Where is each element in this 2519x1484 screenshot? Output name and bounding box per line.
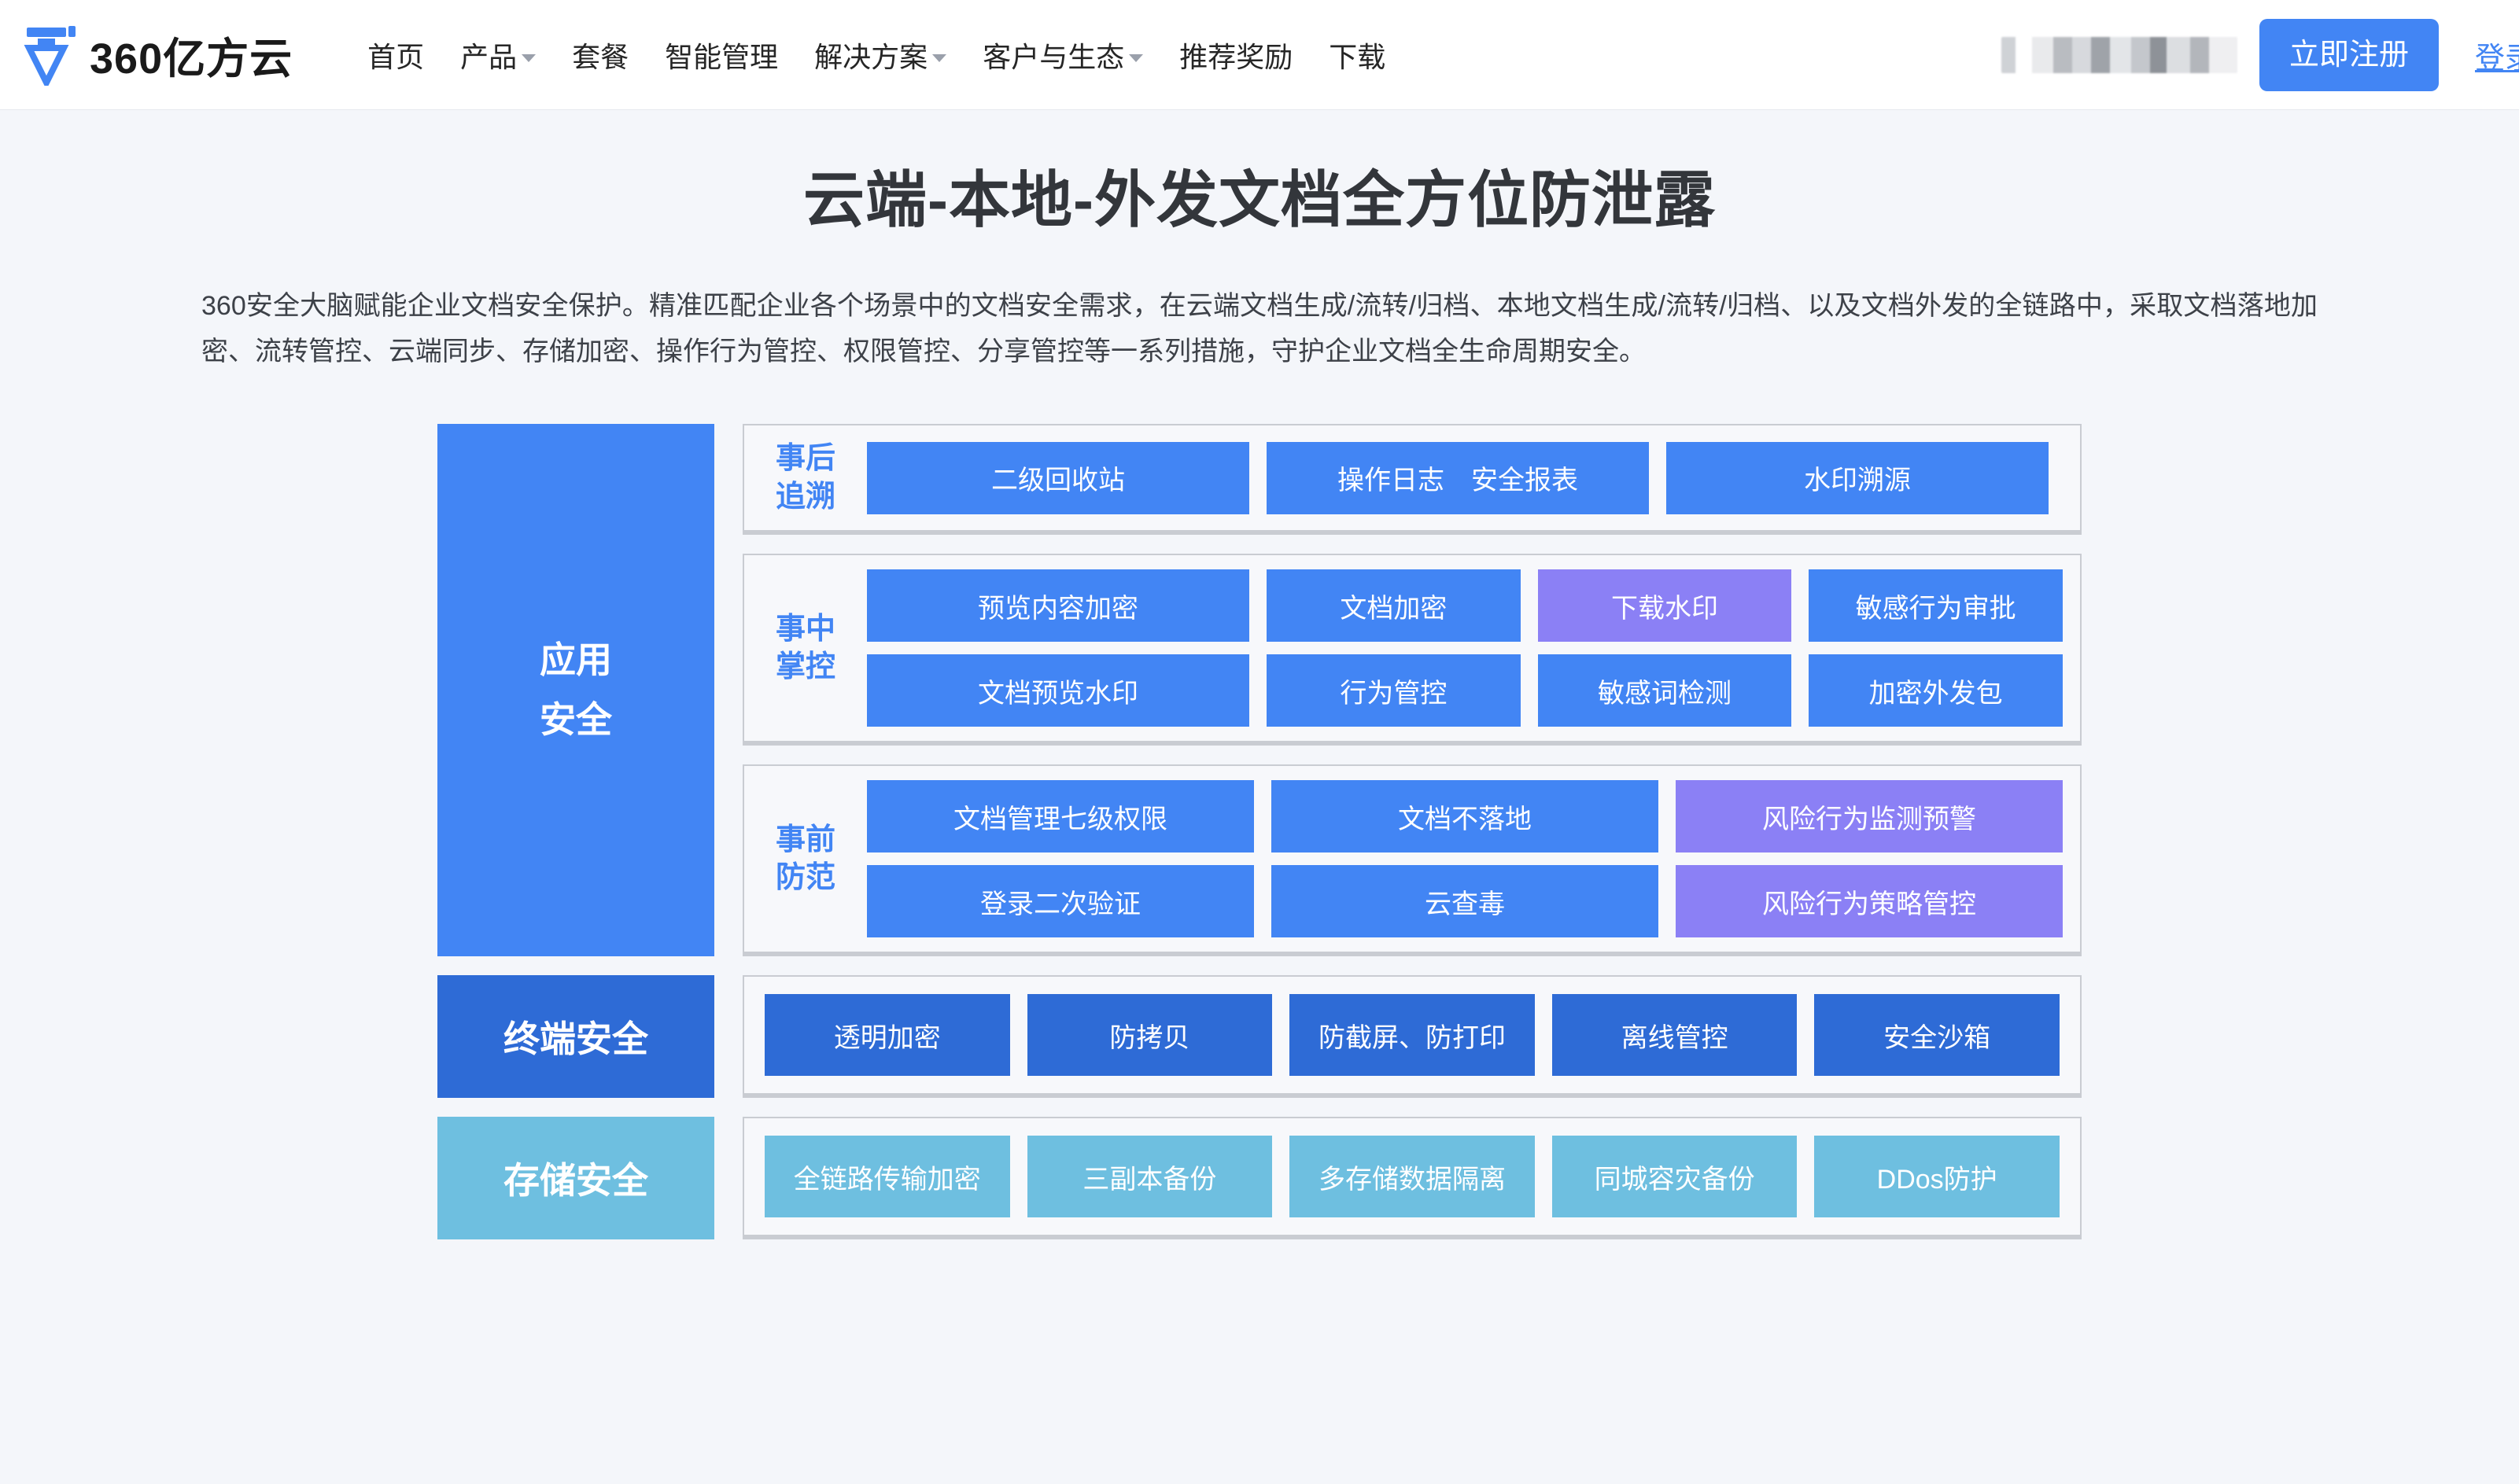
tile-transparent-encryption[interactable]: 透明加密 [765,994,1010,1077]
tile-full-link-transmission-encryption[interactable]: 全链路传输加密 [765,1136,1010,1218]
main-nav: 首页 产品 套餐 智能管理 解决方案 客户与生态 推荐奖励 下载 [349,35,1403,75]
diagram-row-storage-security: 存储安全 全链路传输加密 三副本备份 多存储数据隔离 同城容灾备份 DDos防护 [437,1117,2082,1240]
tile-ddos-protection[interactable]: DDos防护 [1814,1136,2060,1218]
tile-cloud-antivirus[interactable]: 云查毒 [1271,865,1658,938]
tile-row: 文档管理七级权限 文档不落地 风险行为监测预警 [867,780,2063,853]
group-label-line1: 事前 [775,823,835,856]
nav-item-customers-ecosystem[interactable]: 客户与生态 [964,35,1161,75]
group-in-process-control: 事中 掌控 预览内容加密 文档加密 下载水印 敏感行为审批 文档预览水印 行为管… [743,554,2082,746]
tile-operation-log-security-report[interactable]: 操作日志 安全报表 [1267,441,1649,514]
side-label-line2: 安全 [540,698,612,740]
brand-name: 360亿方云 [90,35,293,83]
site-header: 360亿方云 首页 产品 套餐 智能管理 解决方案 客户与生态 推荐奖励 下载 [0,0,2519,110]
tile-row: 全链路传输加密 三副本备份 多存储数据隔离 同城容灾备份 DDos防护 [765,1136,2060,1218]
brand-logo[interactable]: 360亿方云 [24,24,293,86]
redacted-user-text [2001,37,2237,73]
tile-preview-content-encryption[interactable]: 预览内容加密 [867,569,1249,643]
nav-item-solutions[interactable]: 解决方案 [796,35,964,75]
group-pre-incident-prevention: 事前 防范 文档管理七级权限 文档不落地 风险行为监测预警 登录二次验证 云查毒… [743,764,2082,957]
nav-item-smart-management[interactable]: 智能管理 [647,35,796,75]
tile-multi-storage-data-isolation[interactable]: 多存储数据隔离 [1289,1136,1535,1218]
tile-risk-behavior-monitoring-alert[interactable]: 风险行为监测预警 [1676,780,2063,853]
tile-row: 二级回收站 操作日志 安全报表 水印溯源 [867,441,2063,514]
page-title: 云端-本地-外发文档全方位防泄露 [803,165,1716,234]
tile-row: 透明加密 防拷贝 防截屏、防打印 离线管控 安全沙箱 [765,994,2060,1077]
nav-item-home[interactable]: 首页 [349,35,442,75]
tile-encrypted-outgoing-package[interactable]: 加密外发包 [1809,654,2064,727]
nav-item-referral-rewards[interactable]: 推荐奖励 [1161,35,1311,75]
diagram-row-application-security: 应用 安全 事后 追溯 二级回收站 操作日志 安全报表 水印溯源 [437,423,2082,957]
register-button[interactable]: 立即注册 [2259,19,2439,91]
hero-description: 360安全大脑赋能企业文档安全保护。精准匹配企业各个场景中的文档安全需求，在云端… [201,291,2318,367]
group-label-in-process-control: 事中 掌控 [762,610,850,687]
chevron-down-icon [522,53,537,62]
side-label-endpoint-security: 终端安全 [437,975,714,1099]
side-label-application-security: 应用 安全 [437,423,714,957]
security-architecture-diagram: 应用 安全 事后 追溯 二级回收站 操作日志 安全报表 水印溯源 [437,423,2082,1240]
login-link[interactable]: 登录 [2474,42,2519,75]
tile-row: 预览内容加密 文档加密 下载水印 敏感行为审批 [867,569,2064,643]
tile-security-sandbox[interactable]: 安全沙箱 [1814,994,2060,1077]
nav-label: 推荐奖励 [1179,40,1293,73]
yifangyun-logo-icon [24,25,76,86]
tile-risk-behavior-policy-control[interactable]: 风险行为策略管控 [1676,865,2063,938]
side-label-storage-security: 存储安全 [437,1117,714,1240]
tile-document-preview-watermark[interactable]: 文档预览水印 [867,654,1249,727]
nav-label: 下载 [1329,40,1386,73]
nav-label: 产品 [460,40,518,73]
tile-offline-control[interactable]: 离线管控 [1551,994,1798,1077]
nav-item-products[interactable]: 产品 [442,35,554,75]
nav-item-download[interactable]: 下载 [1311,35,1403,75]
group-label-line1: 事中 [775,612,835,646]
chevron-down-icon [1129,53,1144,62]
header-actions: 立即注册 登录 [2001,0,2519,110]
tile-seven-level-permissions[interactable]: 文档管理七级权限 [867,780,1254,853]
tile-anti-screenshot-anti-print[interactable]: 防截屏、防打印 [1289,994,1535,1077]
tile-download-watermark[interactable]: 下载水印 [1537,569,1792,643]
tile-row: 登录二次验证 云查毒 风险行为策略管控 [867,865,2063,938]
diagram-row-endpoint-security: 终端安全 透明加密 防拷贝 防截屏、防打印 离线管控 安全沙箱 [437,975,2082,1099]
hero-section: 云端-本地-外发文档全方位防泄露 360安全大脑赋能企业文档安全保护。精准匹配企… [0,110,2519,375]
tile-sensitive-word-detection[interactable]: 敏感词检测 [1537,654,1792,727]
group-endpoint-security: 透明加密 防拷贝 防截屏、防打印 离线管控 安全沙箱 [743,975,2082,1099]
tile-document-no-local-storage[interactable]: 文档不落地 [1271,780,1658,853]
group-label-line2: 防范 [775,861,835,895]
side-label-line1: 应用 [540,639,612,680]
tile-same-city-disaster-recovery-backup[interactable]: 同城容灾备份 [1551,1136,1798,1218]
tile-document-encryption[interactable]: 文档加密 [1267,569,1521,643]
tile-anti-copy[interactable]: 防拷贝 [1027,994,1273,1077]
tile-row: 文档预览水印 行为管控 敏感词检测 加密外发包 [867,654,2064,727]
group-storage-security: 全链路传输加密 三副本备份 多存储数据隔离 同城容灾备份 DDos防护 [743,1117,2082,1240]
tile-behavior-control[interactable]: 行为管控 [1267,654,1521,727]
nav-label: 客户与生态 [983,40,1125,73]
tile-triple-replica-backup[interactable]: 三副本备份 [1027,1136,1273,1218]
group-post-incident-tracing: 事后 追溯 二级回收站 操作日志 安全报表 水印溯源 [743,423,2082,536]
group-label-pre-incident-prevention: 事前 防范 [762,821,850,897]
group-label-line2: 掌控 [775,650,835,684]
tile-login-two-factor-auth[interactable]: 登录二次验证 [867,865,1254,938]
chevron-down-icon [932,53,947,62]
group-label-post-incident-tracing: 事后 追溯 [762,440,850,516]
nav-label: 智能管理 [665,40,779,73]
group-label-line1: 事后 [775,441,835,475]
nav-label: 解决方案 [814,40,928,73]
nav-label: 首页 [367,40,425,73]
tile-watermark-tracing[interactable]: 水印溯源 [1666,441,2049,514]
tile-sensitive-behavior-approval[interactable]: 敏感行为审批 [1809,569,2064,643]
tile-secondary-recycle-bin[interactable]: 二级回收站 [867,441,1249,514]
group-label-line2: 追溯 [775,480,835,514]
nav-label: 套餐 [572,40,629,73]
nav-item-packages[interactable]: 套餐 [554,35,647,75]
